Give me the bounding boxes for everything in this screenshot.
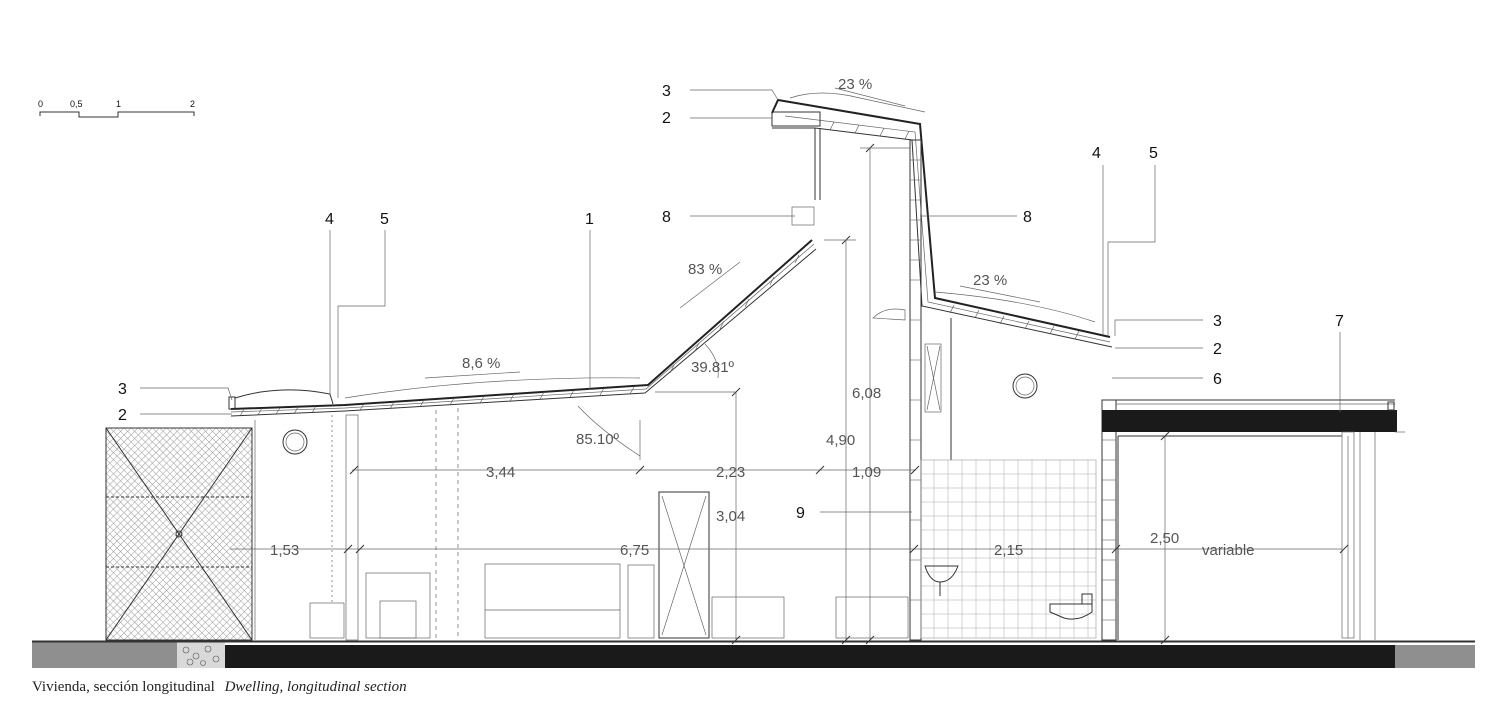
callout-right-6: 6 bbox=[1213, 371, 1222, 388]
callout-top-3: 3 bbox=[662, 83, 671, 100]
callout-right-5: 5 bbox=[1149, 145, 1158, 162]
caption-spanish: Vivienda, sección longitudinal bbox=[32, 679, 215, 695]
caption-english: Dwelling, longitudinal section bbox=[224, 679, 407, 695]
callout-leaders bbox=[140, 89, 1341, 513]
porch bbox=[1102, 399, 1405, 640]
dimension-labels: 8,6 % 83 % 23 % 23 % 39.81º 85.10º 3,44 … bbox=[270, 76, 1255, 559]
angle-lower: 85.10º bbox=[576, 431, 620, 448]
roof-structure bbox=[228, 92, 1113, 417]
furniture bbox=[309, 491, 909, 639]
dim-span-b: 2,23 bbox=[716, 464, 745, 481]
callout-mid-8a: 8 bbox=[662, 209, 671, 226]
callout-right-3: 3 bbox=[1213, 313, 1222, 330]
dim-wall-left: 1,53 bbox=[270, 542, 299, 559]
dim-height-low: 3,04 bbox=[716, 508, 745, 525]
dim-porch-width: variable bbox=[1202, 542, 1255, 559]
dim-height-porch: 2,50 bbox=[1150, 530, 1179, 547]
scale-label-0-5: 0,5 bbox=[70, 99, 83, 109]
dim-total-length: 6,75 bbox=[620, 542, 649, 559]
walls bbox=[254, 128, 1117, 641]
dimension-lines bbox=[230, 87, 1349, 645]
slope-right-roof: 23 % bbox=[973, 272, 1007, 289]
dim-height-mid: 4,90 bbox=[826, 432, 855, 449]
slope-steep-roof: 83 % bbox=[688, 261, 722, 278]
slope-left-roof: 8,6 % bbox=[462, 355, 500, 372]
callout-left-4: 4 bbox=[325, 211, 334, 228]
scale-bar: 0 0,5 1 2 bbox=[38, 99, 195, 118]
ground-slab bbox=[32, 640, 1475, 668]
dim-span-a: 3,44 bbox=[486, 464, 515, 481]
drawing-caption: Vivienda, sección longitudinal Dwelling,… bbox=[32, 679, 407, 696]
callout-mid-1: 1 bbox=[585, 211, 594, 228]
angle-bend: 39.81º bbox=[691, 359, 735, 376]
scale-label-1: 1 bbox=[116, 99, 121, 109]
callout-numbers: 3 2 4 5 1 3 2 8 8 9 4 5 3 2 6 7 bbox=[118, 83, 1344, 522]
scale-label-2: 2 bbox=[190, 99, 195, 109]
callout-top-2: 2 bbox=[662, 110, 671, 127]
callout-left-3: 3 bbox=[118, 381, 127, 398]
dim-span-c: 1,09 bbox=[852, 464, 881, 481]
dim-height-top: 6,08 bbox=[852, 385, 881, 402]
callout-left-5: 5 bbox=[380, 211, 389, 228]
scale-label-0: 0 bbox=[38, 99, 43, 109]
left-gate-panel bbox=[105, 427, 253, 641]
callout-mid-9: 9 bbox=[796, 505, 805, 522]
callout-right-2: 2 bbox=[1213, 341, 1222, 358]
slope-top-roof: 23 % bbox=[838, 76, 872, 93]
callout-mid-8b: 8 bbox=[1023, 209, 1032, 226]
callout-left-2: 2 bbox=[118, 407, 127, 424]
callout-right-7: 7 bbox=[1335, 313, 1344, 330]
dim-bath-width: 2,15 bbox=[994, 542, 1023, 559]
callout-right-4: 4 bbox=[1092, 145, 1101, 162]
